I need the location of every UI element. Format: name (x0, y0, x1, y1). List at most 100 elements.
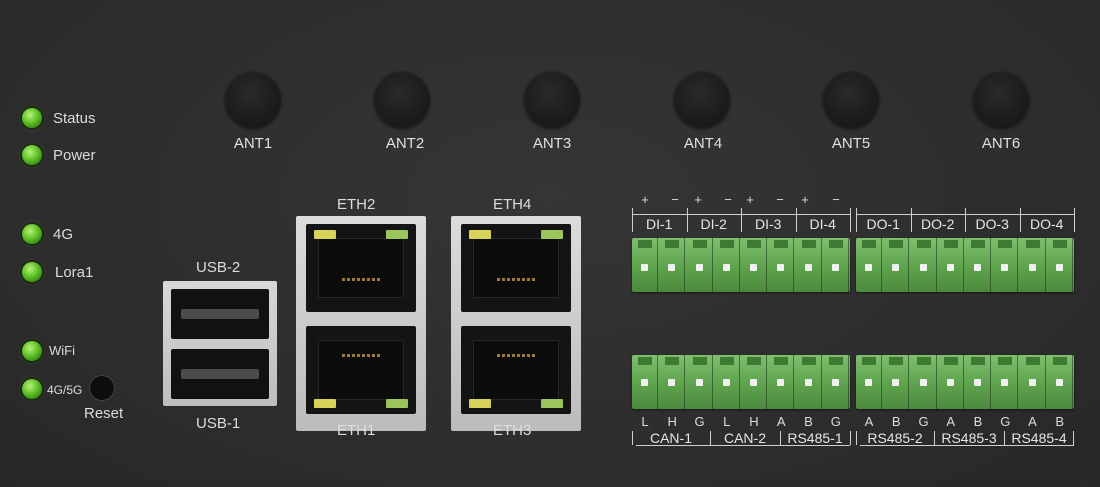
lora1-led-label: Lora1 (55, 264, 94, 281)
group-divider (1004, 431, 1005, 445)
group-baseline (636, 445, 850, 446)
terminal-pin[interactable] (714, 355, 740, 409)
4g5g-led (22, 379, 42, 399)
group-divider (1074, 208, 1075, 232)
ant5-connector (823, 71, 879, 127)
pin-label: H (667, 414, 677, 429)
group-divider (780, 431, 781, 445)
di-polarity-sign: − (776, 192, 784, 207)
di-polarity-sign: + (801, 192, 809, 207)
4g-led (22, 224, 42, 244)
pin-label: L (641, 414, 649, 429)
terminal-pin[interactable] (856, 238, 882, 292)
group-divider (710, 431, 711, 445)
di-polarity-sign: − (671, 192, 679, 207)
di-polarity-sign: − (832, 192, 840, 207)
do-group-label: DO-3 (965, 214, 1020, 233)
wifi-led (22, 341, 42, 361)
eth-block-left (296, 216, 426, 431)
status-led (22, 108, 42, 128)
terminal-pin[interactable] (687, 355, 713, 409)
terminal-pin[interactable] (823, 355, 849, 409)
eth2-port[interactable] (306, 224, 416, 312)
terminal-pin[interactable] (687, 238, 713, 292)
lora1-led (22, 262, 42, 282)
terminal-pin[interactable] (883, 238, 910, 292)
terminal-pin[interactable] (823, 238, 849, 292)
ant1-connector (225, 71, 281, 127)
terminal-pin[interactable] (741, 355, 767, 409)
terminal-pin[interactable] (714, 238, 740, 292)
pin-label: H (749, 414, 759, 429)
terminal-pin[interactable] (632, 238, 658, 292)
di-polarity-sign: + (746, 192, 754, 207)
terminal-pin[interactable] (1020, 355, 1046, 409)
terminal-pin[interactable] (659, 355, 686, 409)
pin-label: B (891, 414, 901, 429)
terminal-pin[interactable] (768, 238, 795, 292)
ant3-connector (524, 71, 580, 127)
terminal-pin[interactable] (992, 238, 1019, 292)
group-divider (910, 208, 912, 232)
ant2-label: ANT2 (385, 135, 425, 152)
pin-label: L (723, 414, 731, 429)
terminal-pin[interactable] (965, 355, 991, 409)
terminal-pin[interactable] (796, 355, 822, 409)
pin-label: G (694, 414, 705, 429)
group-divider (850, 431, 851, 445)
terminal-pin[interactable] (659, 238, 686, 292)
4g-led-label: 4G (53, 226, 74, 243)
terminal-pin[interactable] (1047, 238, 1073, 292)
terminal-pin[interactable] (1020, 238, 1046, 292)
terminal-pin[interactable] (911, 238, 937, 292)
do-terminal-block[interactable] (856, 238, 1074, 292)
terminal-pin[interactable] (938, 238, 964, 292)
eth1-port[interactable] (306, 326, 416, 414)
terminal-pin[interactable] (741, 238, 767, 292)
pin-label: A (1028, 414, 1037, 429)
di-group-label: DI-4 (795, 214, 850, 233)
ant4-label: ANT4 (683, 135, 723, 152)
di-group-label: DI-3 (741, 214, 796, 233)
terminal-pin[interactable] (883, 355, 910, 409)
power-led-label: Power (53, 147, 96, 164)
terminal-pin[interactable] (768, 355, 795, 409)
reset-label: Reset (84, 405, 124, 422)
terminal-pin[interactable] (796, 238, 822, 292)
eth1-label: ETH1 (337, 422, 376, 439)
group-divider (741, 208, 742, 232)
usb-port-block (163, 281, 277, 406)
bottom-group-label: RS485-3 (941, 430, 997, 446)
ant6-connector (973, 71, 1029, 127)
terminal-pin[interactable] (1047, 355, 1073, 409)
eth3-port[interactable] (461, 326, 571, 414)
di-terminal-block[interactable] (632, 238, 850, 292)
di-polarity-sign: + (694, 192, 702, 207)
di-group-label: DI-2 (686, 214, 741, 233)
terminal-pin[interactable] (992, 355, 1019, 409)
reset-button[interactable] (90, 376, 114, 400)
eth2-label: ETH2 (337, 196, 376, 213)
terminal-pin[interactable] (632, 355, 658, 409)
pin-label: G (918, 414, 929, 429)
can-rs485-terminal-block[interactable] (632, 355, 850, 409)
terminal-pin[interactable] (856, 355, 882, 409)
power-led (22, 145, 42, 165)
terminal-pin[interactable] (938, 355, 964, 409)
group-baseline (860, 445, 1074, 446)
terminal-pin[interactable] (911, 355, 937, 409)
do-group-label: DO-1 (856, 214, 911, 233)
eth-block-right (451, 216, 581, 431)
ant3-label: ANT3 (532, 135, 572, 152)
group-divider (856, 431, 857, 445)
usb1-port[interactable] (171, 349, 269, 399)
rs485-terminal-block[interactable] (856, 355, 1074, 409)
status-led-label: Status (53, 110, 96, 127)
bottom-group-label: CAN-1 (649, 430, 692, 446)
usb2-port[interactable] (171, 289, 269, 339)
terminal-pin[interactable] (965, 238, 991, 292)
di-polarity-sign: − (724, 192, 732, 207)
pin-label: A (776, 414, 786, 429)
eth4-port[interactable] (461, 224, 571, 312)
